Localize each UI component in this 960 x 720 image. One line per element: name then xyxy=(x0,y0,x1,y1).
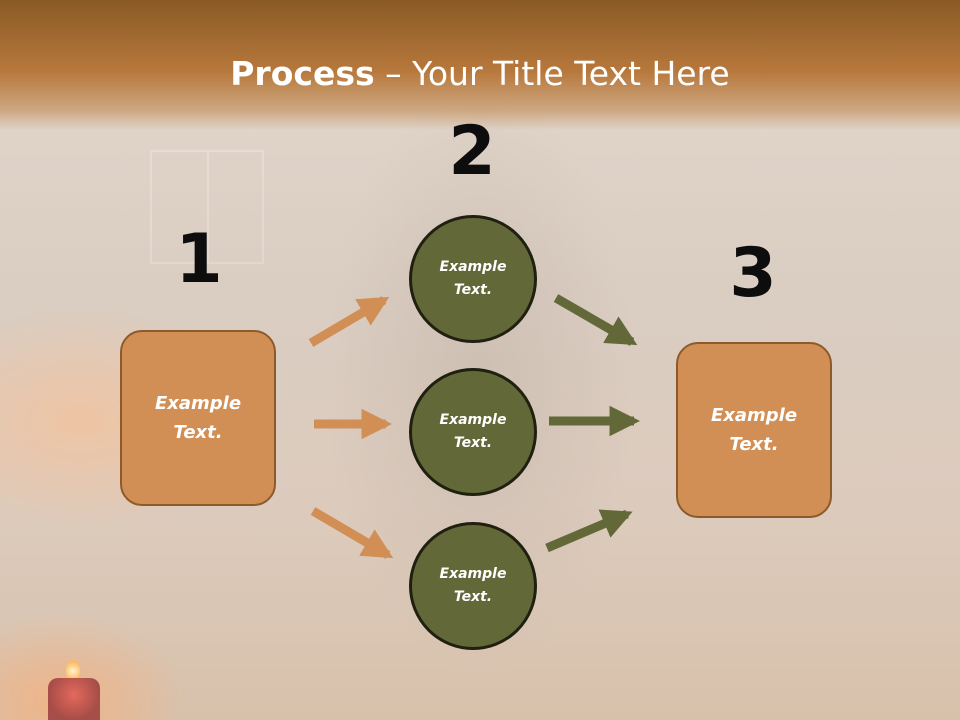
candle-flame xyxy=(66,660,80,682)
background-window xyxy=(150,150,264,264)
arrow-1-to-top xyxy=(308,296,390,347)
candle xyxy=(48,678,100,720)
middle-circle-top-label: Example Text. xyxy=(439,259,507,298)
middle-circle-center-label: Example Text. xyxy=(439,412,507,451)
step-3-box: Example Text. xyxy=(676,342,832,518)
middle-circle-top: Example Text. xyxy=(409,215,537,343)
step-number-2: 2 xyxy=(448,112,496,191)
title-banner xyxy=(0,0,960,130)
title-bold: Process xyxy=(230,54,375,93)
step-3-label: Example Text. xyxy=(710,405,798,455)
slide-title: Process – Your Title Text Here xyxy=(0,54,960,93)
step-1-label: Example Text. xyxy=(154,393,242,443)
middle-circle-bottom: Example Text. xyxy=(409,522,537,650)
middle-circle-center: Example Text. xyxy=(409,368,537,496)
middle-circle-bottom-label: Example Text. xyxy=(439,566,507,605)
step-number-1: 1 xyxy=(175,220,223,299)
step-1-box: Example Text. xyxy=(120,330,276,506)
arrow-top-to-3 xyxy=(553,294,638,346)
title-rest: – Your Title Text Here xyxy=(374,54,730,93)
arrow-1-to-bottom xyxy=(310,507,394,559)
arrow-bottom-to-3 xyxy=(545,509,633,553)
step-number-3: 3 xyxy=(729,234,777,313)
